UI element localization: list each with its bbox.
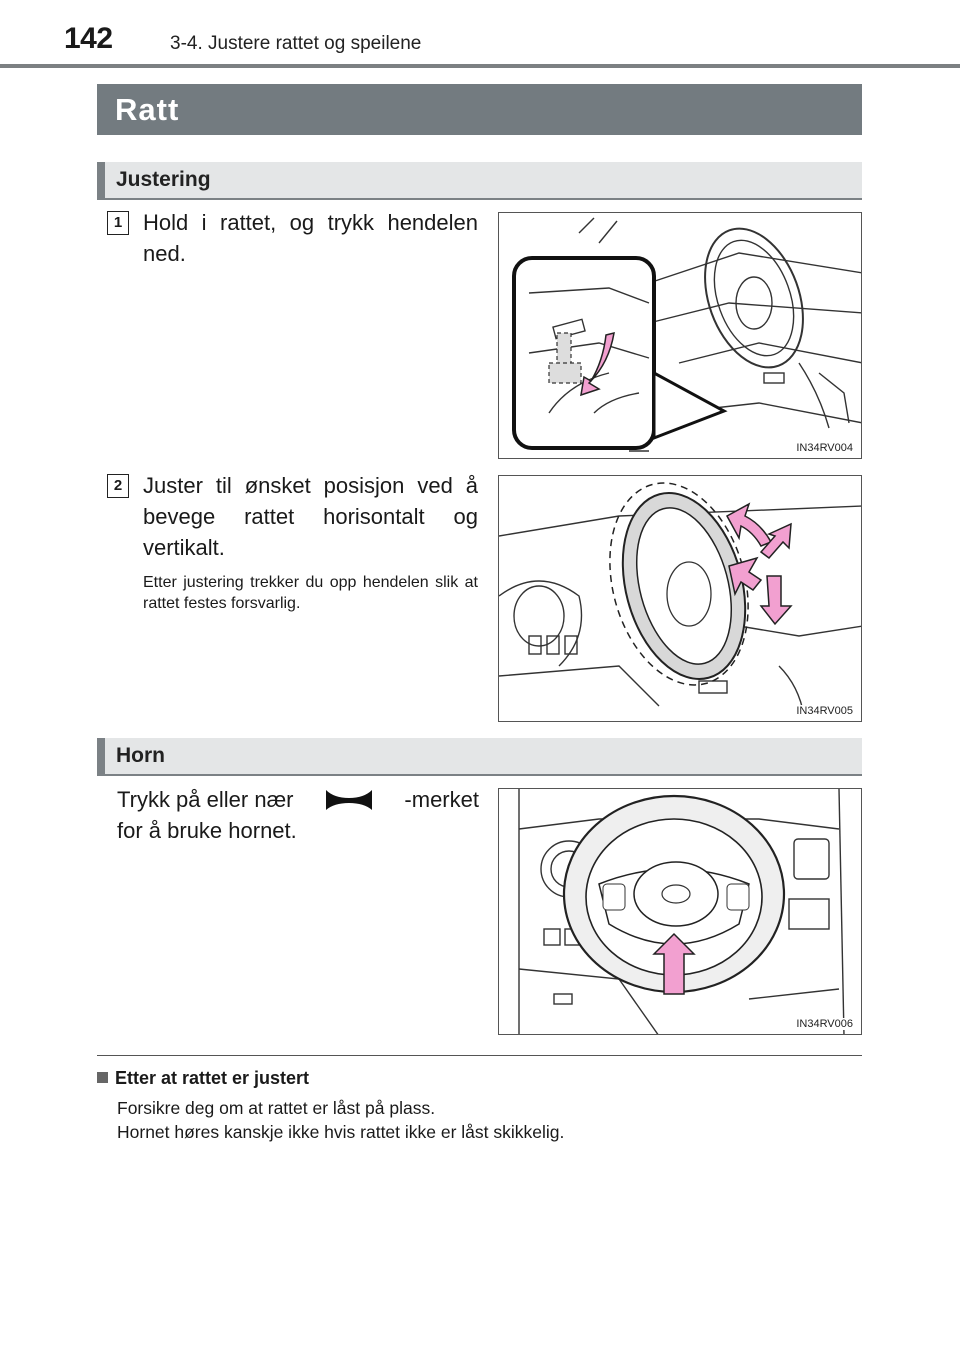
adjust-illustration: [499, 482, 861, 717]
horn-icon: [325, 789, 372, 810]
section-title: 3-4. Justere rattet og speilene: [170, 33, 422, 54]
note-divider: [97, 1055, 862, 1056]
arrow-up-pink: [652, 932, 696, 995]
note-title: Etter at rattet er justert: [97, 1068, 309, 1089]
arrow-in-pink: [728, 556, 763, 597]
chapter-banner: Ratt: [97, 84, 862, 135]
banner-title: Ratt: [115, 92, 180, 127]
step-badge-2: 2: [107, 474, 129, 498]
note-line-1: Forsikre deg om at rattet er låst på pla…: [117, 1098, 436, 1118]
arrow-down-pink: [759, 575, 793, 626]
square-bullet-icon: [97, 1072, 108, 1083]
figure-horn: IN34RV006: [498, 788, 862, 1035]
horn-illustration: [518, 789, 845, 1034]
figure-code: IN34RV006: [794, 1018, 855, 1030]
subheading-label: Horn: [116, 744, 165, 767]
figure-adjust-wheel: IN34RV005: [498, 475, 862, 722]
subheading-marker: [97, 738, 105, 776]
subheading-justering: Justering: [97, 162, 862, 200]
note-line-2: Hornet høres kanskje ikke hvis rattet ik…: [117, 1122, 565, 1142]
arrow-up-left-pink: [725, 502, 773, 547]
figure-code: IN34RV004: [794, 442, 855, 454]
lever-illustration: [512, 217, 861, 452]
step-2-text: Juster til ønsket posisjon ved å bevege …: [143, 473, 478, 560]
figure-code: IN34RV005: [794, 705, 855, 717]
step-2-note: Etter justering trekker du opp hendelen …: [143, 574, 478, 612]
header-divider: [0, 64, 960, 68]
horn-text: Trykk på eller nær -merket for å bruke h…: [117, 784, 479, 846]
step-badge-1: 1: [107, 211, 129, 235]
horn-text-line2: for å bruke hornet.: [117, 818, 297, 843]
note-title-text: Etter at rattet er justert: [115, 1068, 310, 1088]
subheading-label: Justering: [116, 168, 211, 191]
horn-text-after: -merket: [404, 787, 479, 812]
subheading-marker: [97, 162, 105, 200]
page-number: 142: [64, 22, 113, 55]
horn-text-before: Trykk på eller nær: [117, 787, 294, 812]
arrow-down-pink: [580, 331, 615, 397]
figure-lever-release: IN34RV004: [498, 212, 862, 459]
step-1-text: Hold i rattet, og trykk hendelen ned.: [143, 210, 478, 266]
arrow-up-right-pink: [759, 522, 792, 560]
subheading-horn: Horn: [97, 738, 862, 776]
